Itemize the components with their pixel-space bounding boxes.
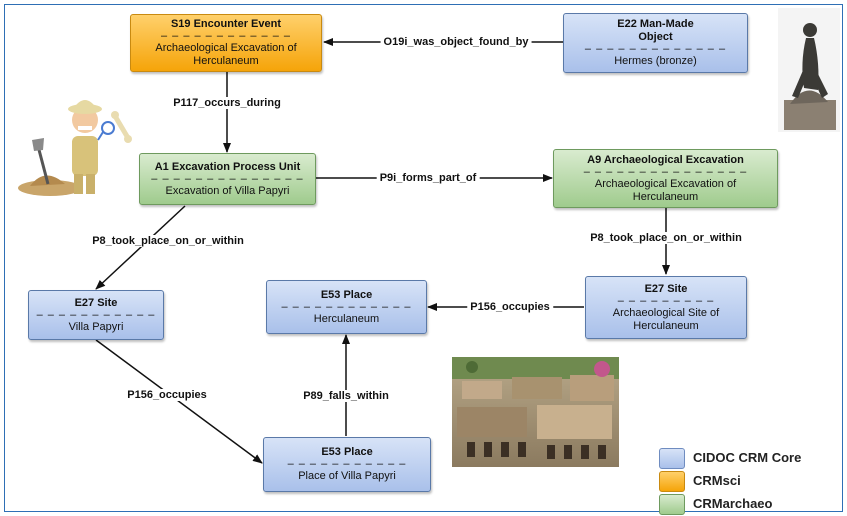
node-title: A9 Archaeological Excavation [587,153,744,166]
node-title: E27 Site [74,296,118,309]
herculaneum-ruins-photo [452,357,619,467]
edge-label-p89: P89_falls_within [300,390,392,402]
node-e27-site-villa-papyri[interactable]: E27 Site – – – – – – – – – – – Villa Pap… [28,290,164,340]
node-title: E53 Place [320,288,373,301]
node-divider: – – – – – – – – – – – – [281,300,412,313]
node-description: Place of Villa Papyri [298,470,396,482]
hermes-statue-photo [778,8,840,132]
edge-label-p156a: P156_occupies [124,389,210,401]
node-description: Archaeological Excavation of Herculaneum [594,177,737,203]
node-title: S19 Encounter Event [170,18,282,30]
node-divider: – – – – – – – – – – – – [160,30,292,42]
node-divider: – – – – – – – – – – – [287,458,407,470]
edge-label-p117: P117_occurs_during [170,97,284,109]
node-description: Villa Papyri [68,320,124,333]
edge-label-o19i: O19i_was_object_found_by [380,36,532,48]
node-divider: – – – – – – – – – – – [36,308,156,321]
archaeologist-illustration [10,76,135,198]
node-a9-archaeological-excavation[interactable]: A9 Archaeological Excavation – – – – – –… [553,149,778,208]
node-a1-excavation-process-unit[interactable]: A1 Excavation Process Unit – – – – – – –… [139,153,316,205]
node-title: E22 Man-Made Object [617,18,694,43]
node-description: Hermes (bronze) [614,55,697,67]
node-e53-place-herculaneum[interactable]: E53 Place – – – – – – – – – – – – Hercul… [266,280,427,334]
legend-label-cidoc: CIDOC CRM Core [693,450,802,465]
node-e22-man-made-object[interactable]: E22 Man-Made Object – – – – – – – – – – … [563,13,748,73]
edge-p156a [95,339,263,464]
legend-label-crmsci: CRMsci [693,473,741,488]
node-description: Archaeological Site of Herculaneum [612,306,720,332]
node-s19-encounter-event[interactable]: S19 Encounter Event – – – – – – – – – – … [130,14,322,72]
legend-swatch-crmarchaeo [659,494,685,515]
node-description: Herculaneum [313,312,380,325]
edge-p8a [95,205,186,290]
edge-label-p9i: P9i_forms_part_of [376,172,480,184]
legend-label-crmarchaeo: CRMarchaeo [693,496,773,511]
node-divider: – – – – – – – – – – – – – – [151,172,304,185]
node-description: Archaeological Excavation of Herculaneum [155,42,297,67]
node-title: A1 Excavation Process Unit [154,160,301,173]
legend-swatch-cidoc [659,448,685,469]
node-divider: – – – – – – – – – – – – – [584,43,727,55]
node-e27-site-herculaneum[interactable]: E27 Site – – – – – – – – – Archaeologica… [585,276,747,339]
edge-label-p8a: P8_took_place_on_or_within [89,235,247,247]
node-description: Excavation of Villa Papyri [165,184,290,197]
node-divider: – – – – – – – – – – – – – – – [583,165,748,178]
node-e53-place-villa-papyri[interactable]: E53 Place – – – – – – – – – – – Place of… [263,437,431,492]
diagram-frame [4,4,843,512]
legend-swatch-crmsci [659,471,685,492]
node-title: E53 Place [321,446,373,458]
node-title: E27 Site [644,282,688,295]
edge-label-p8b: P8_took_place_on_or_within [587,232,745,244]
edge-label-p156b: P156_occupies [467,301,553,313]
node-divider: – – – – – – – – – [617,294,715,307]
